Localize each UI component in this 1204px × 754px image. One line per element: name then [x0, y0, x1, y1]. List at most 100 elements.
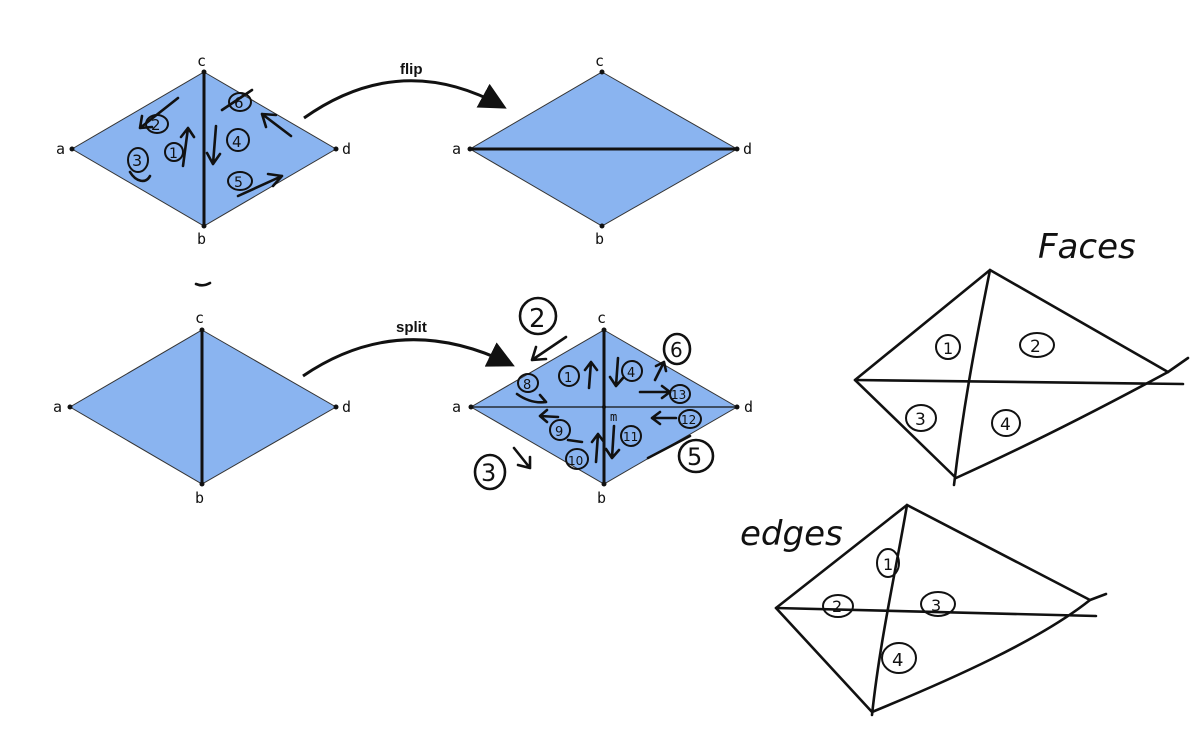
annotation-circle — [678, 409, 702, 429]
annotation-number: 9 — [555, 425, 563, 440]
edges-diagonal-vertical — [870, 503, 909, 717]
faces-tail — [1166, 356, 1190, 374]
annotation-arrow — [608, 356, 625, 388]
vertex-dot-d — [333, 146, 339, 152]
annotation-arrow — [236, 172, 284, 198]
annotation-number: 8 — [523, 378, 531, 393]
vertex-dot-a — [468, 404, 474, 410]
edges-title: edges — [740, 514, 843, 554]
faces-outline — [853, 268, 1170, 480]
annotation-number: 6 — [670, 338, 683, 362]
annotation-circle — [518, 296, 558, 336]
edges-label-2: 2 — [832, 597, 842, 616]
flip-before-diamond: c a d b — [56, 52, 351, 248]
annotation-number: 3 — [481, 459, 496, 487]
annotation-number: 2 — [529, 304, 546, 334]
edges-tail — [1088, 592, 1108, 602]
edges-label-circle-3 — [920, 591, 956, 617]
annotation-number: 2 — [151, 116, 161, 134]
vertex-label-a: a — [53, 398, 62, 416]
edges-label-circle-1 — [876, 548, 900, 578]
annotation-arrow — [260, 112, 293, 138]
annotation-arrow — [650, 410, 678, 426]
flip-after-diamond: c a d b — [452, 52, 752, 248]
annotation-arrow — [515, 392, 548, 404]
annotation-number: 6 — [234, 94, 244, 112]
vertex-label-a: a — [56, 140, 65, 158]
faces-sketch: Faces 1 2 3 4 — [853, 227, 1190, 487]
annotation-hook — [128, 170, 152, 183]
faces-label-4: 4 — [1000, 415, 1011, 435]
annotation-arrow — [590, 432, 606, 464]
annotation-number: 4 — [627, 366, 635, 381]
flip-before-annotations: 2 1 3 6 4 5 — [127, 88, 293, 198]
annotation-circle — [473, 453, 507, 491]
annotation-circle — [621, 360, 643, 382]
annotation-stroke — [646, 434, 692, 460]
annotation-number: 12 — [681, 413, 696, 427]
edges-label-1: 1 — [883, 555, 893, 574]
annotation-arrow — [566, 438, 584, 444]
split-after-annotations: 2 8 1 4 6 13 12 9 11 10 3 5 — [473, 296, 715, 491]
annotation-number: 4 — [232, 133, 242, 151]
edges-label-circle-2 — [822, 594, 854, 618]
annotation-arrow — [583, 360, 599, 390]
faces-diagonal-vertical — [952, 268, 992, 487]
vertex-dot-a — [69, 146, 75, 152]
vertex-label-d: d — [342, 140, 351, 158]
faces-label-3: 3 — [915, 410, 926, 430]
annotation-number: 13 — [671, 388, 686, 402]
annotation-number: 1 — [564, 371, 572, 386]
split-before-diamond: c a d b — [53, 309, 351, 507]
vertex-label-m: m — [610, 410, 617, 424]
annotation-circle — [677, 438, 715, 474]
vertex-dot-d — [734, 404, 740, 410]
edges-outline — [774, 503, 1092, 714]
annotation-number: 11 — [623, 430, 638, 444]
faces-label-2: 2 — [1030, 337, 1041, 357]
faces-label-circle-1 — [935, 334, 961, 360]
annotation-arrow — [512, 446, 532, 470]
vertex-label-c: c — [195, 309, 204, 327]
edges-diagonal-horizontal — [774, 606, 1098, 618]
split-after-diamond: c a d b m — [452, 309, 753, 507]
annotation-circle — [558, 365, 580, 387]
vertex-label-a: a — [452, 398, 461, 416]
vertex-dot-b — [601, 481, 607, 487]
annotation-arrow — [179, 126, 196, 168]
annotation-arrow — [604, 424, 621, 460]
annotation-circle — [227, 171, 253, 191]
annotation-circle — [164, 142, 184, 162]
vertex-label-d: d — [743, 140, 752, 158]
annotation-number: 5 — [234, 175, 243, 191]
faces-label-1: 1 — [943, 339, 953, 358]
faces-label-circle-2 — [1019, 332, 1055, 358]
vertex-label-d: d — [744, 398, 753, 416]
annotation-arrow — [538, 408, 560, 424]
faces-label-circle-4 — [991, 409, 1021, 437]
vertex-dot-d — [333, 404, 339, 410]
annotation-circle — [549, 419, 571, 441]
vertex-dot-a — [67, 404, 73, 410]
vertex-dot-b — [201, 223, 207, 229]
annotation-arrow — [638, 384, 672, 400]
annotation-circle — [517, 373, 539, 393]
annotation-number: 5 — [687, 443, 702, 471]
vertex-dot-c — [601, 327, 607, 333]
vertex-dot-b — [599, 223, 605, 229]
vertex-label-d: d — [342, 398, 351, 416]
faces-title: Faces — [1038, 227, 1136, 267]
vertex-dot-b — [199, 481, 205, 487]
vertex-label-c: c — [597, 309, 606, 327]
vertex-label-a: a — [452, 140, 461, 158]
annotation-arrow — [205, 124, 222, 166]
annotation-arrow — [220, 88, 254, 112]
edges-label-4: 4 — [892, 650, 903, 671]
edges-label-circle-4 — [881, 642, 917, 674]
split-label: split — [396, 319, 427, 336]
stray-pen-mark — [194, 281, 212, 287]
faces-diagonal-horizontal — [853, 378, 1185, 386]
annotation-arrow — [530, 335, 568, 362]
annotation-circle — [565, 448, 589, 470]
